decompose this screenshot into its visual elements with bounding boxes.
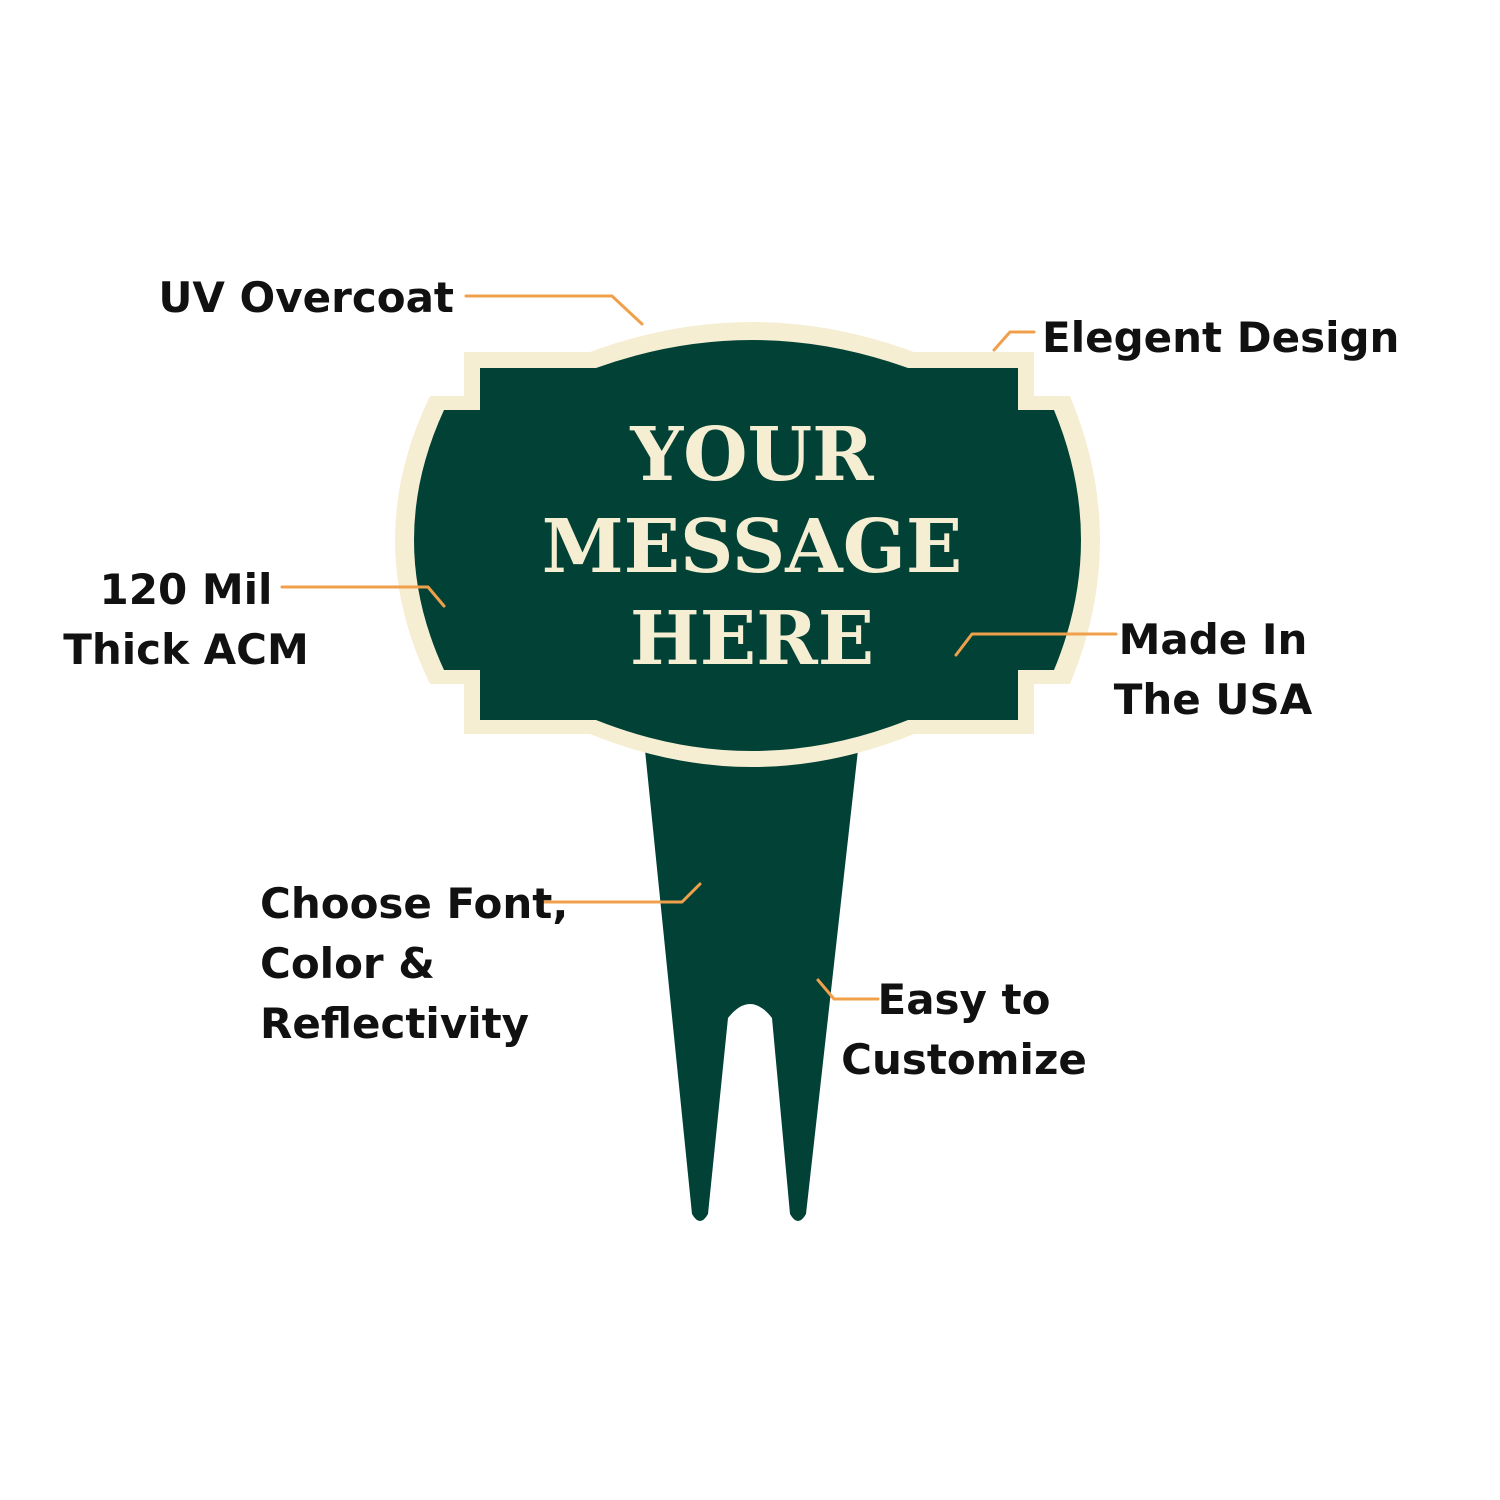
callout-elegent-design-line-1: Elegent Design — [1042, 313, 1399, 362]
callout-choose-font: Choose Font, Color & Reflectivity — [260, 879, 568, 1048]
leader-uv-overcoat — [464, 294, 644, 326]
leader-thick-acm — [280, 585, 446, 608]
callout-made-in-usa: Made In The USA — [1114, 615, 1313, 724]
callout-uv-overcoat-line-1: UV Overcoat — [158, 273, 454, 322]
callout-thick-acm-line-1: 120 Mil — [100, 565, 273, 614]
sign-message-line-3: HERE — [630, 596, 874, 682]
leader-made-in-usa — [954, 632, 1118, 657]
callout-thick-acm-line-2: Thick ACM — [63, 625, 309, 674]
callout-choose-font-line-2: Color & — [260, 939, 435, 988]
sign-message-line-2: MESSAGE — [542, 504, 963, 590]
callout-easy-customize-line-2: Customize — [841, 1035, 1087, 1084]
callout-thick-acm: 120 Mil Thick ACM — [63, 565, 309, 674]
callout-elegent-design: Elegent Design — [1042, 313, 1399, 362]
sign-message-line-1: YOUR — [629, 412, 874, 498]
callout-easy-customize-line-1: Easy to — [878, 975, 1051, 1024]
callout-choose-font-line-1: Choose Font, — [260, 879, 568, 928]
callout-easy-customize: Easy to Customize — [841, 975, 1087, 1084]
sign-panel — [414, 340, 1081, 751]
leader-easy-customize — [816, 978, 880, 1001]
callout-uv-overcoat: UV Overcoat — [158, 273, 454, 322]
sign-stake — [645, 750, 858, 1221]
callout-made-in-usa-line-1: Made In — [1119, 615, 1308, 664]
callout-made-in-usa-line-2: The USA — [1114, 675, 1313, 724]
leader-choose-font — [536, 882, 702, 904]
leader-elegent-design — [992, 330, 1036, 352]
callout-choose-font-line-3: Reflectivity — [260, 999, 529, 1048]
